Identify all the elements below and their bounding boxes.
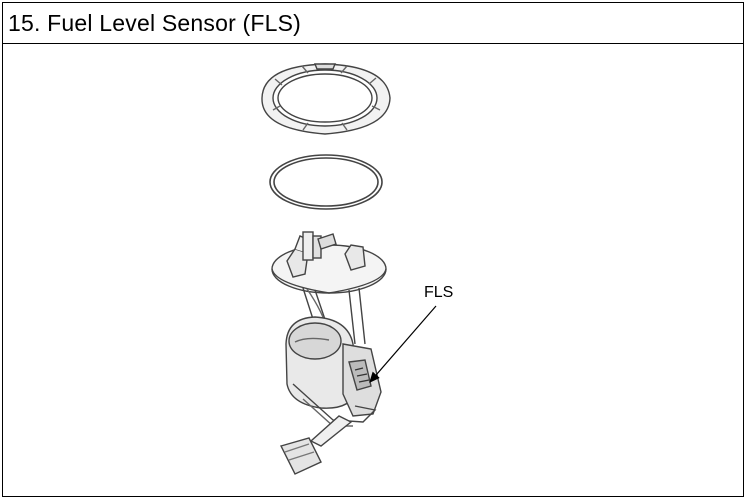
gasket-ring (269, 154, 383, 210)
pump-flange (271, 231, 387, 294)
float-arm (279, 415, 353, 475)
title-bar: 15. Fuel Level Sensor (FLS) (3, 3, 743, 44)
lock-ring (261, 63, 391, 135)
pump-module-body (285, 287, 382, 427)
fls-callout: FLS (369, 284, 453, 383)
callout-label-fls: FLS (424, 284, 453, 301)
fuel-pump-exploded-view: FLS (261, 63, 453, 475)
callout-arrow (369, 305, 437, 383)
page-title: 15. Fuel Level Sensor (FLS) (8, 10, 302, 36)
